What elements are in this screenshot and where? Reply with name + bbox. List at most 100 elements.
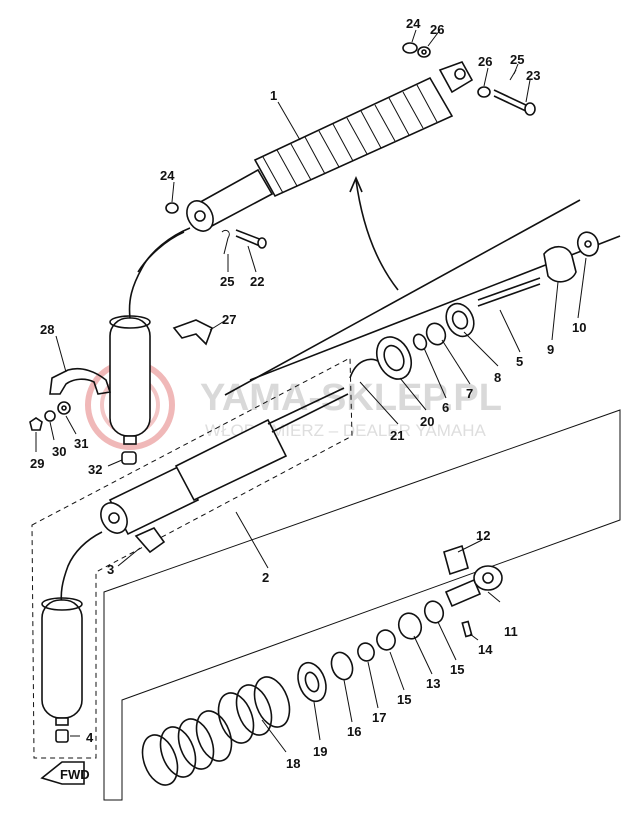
part-9-bump-stop	[543, 245, 577, 283]
callout-21: 21	[390, 428, 404, 443]
part-29-screw	[29, 417, 43, 431]
part-5-rod	[477, 277, 541, 301]
damper-hose	[60, 531, 103, 607]
part-12-bushing	[443, 544, 469, 576]
callout-2: 2	[262, 570, 269, 585]
callout-8: 8	[494, 370, 501, 385]
lower-eye-hole	[194, 210, 206, 222]
damper-eye	[100, 502, 128, 534]
part-31-nut	[57, 401, 71, 415]
callout-10: 10	[572, 320, 586, 335]
reservoir-hose	[128, 227, 191, 319]
spring-box-outline	[103, 409, 621, 801]
callout-15-b: 15	[450, 662, 464, 677]
part-30-washer	[44, 410, 56, 422]
damper-reservoir	[41, 599, 83, 719]
part-25-cotter-lower	[221, 229, 230, 255]
part-23-bolt-shaft	[493, 95, 529, 113]
part-26-washer-top	[417, 46, 431, 58]
callout-1: 1	[270, 88, 277, 103]
callout-17: 17	[372, 710, 386, 725]
bellows-ribs	[262, 84, 438, 194]
callout-20: 20	[420, 414, 434, 429]
callout-15-a: 15	[397, 692, 411, 707]
lower-spring-box	[103, 409, 621, 801]
callout-11: 11	[504, 624, 518, 639]
part-7-spacer	[425, 322, 447, 346]
part-16-collar	[330, 651, 354, 681]
callout-13: 13	[426, 676, 440, 691]
part-22-pin	[235, 235, 261, 247]
part-18-spring	[141, 676, 291, 786]
callout-24-lower: 24	[160, 168, 175, 183]
upper-axis-line	[224, 199, 581, 396]
callout-labels: 1 2 3 4 5 6 7 8 9 10 11 12 13 14 15 15 1…	[30, 16, 586, 771]
top-mount-hardware	[402, 42, 536, 116]
callout-25-top: 25	[510, 52, 524, 67]
fwd-marker: FWD	[40, 761, 90, 785]
part-23-bolt-head	[524, 102, 536, 116]
callout-5: 5	[516, 354, 523, 369]
part-11-eye	[473, 565, 503, 591]
callout-6: 6	[442, 400, 449, 415]
callout-23: 23	[526, 68, 540, 83]
callout-4: 4	[86, 730, 94, 745]
reservoir-hose-inner	[137, 231, 185, 273]
part-15-washer-a	[376, 629, 396, 651]
callout-29: 29	[30, 456, 44, 471]
fwd-label: FWD	[60, 767, 90, 782]
reservoir-canister	[109, 317, 151, 437]
callout-26-top: 26	[430, 22, 444, 37]
callout-25-lower: 25	[220, 274, 234, 289]
explode-arrow	[349, 175, 399, 291]
damper-body-upper	[174, 418, 288, 502]
callout-27: 27	[222, 312, 236, 327]
callout-3: 3	[107, 562, 114, 577]
callout-30: 30	[52, 444, 66, 459]
reservoir-cap	[109, 315, 151, 329]
arrow-head-icon	[349, 175, 363, 193]
part-4-cap	[55, 729, 69, 743]
shock-lower-eye	[186, 200, 214, 232]
callout-12: 12	[476, 528, 490, 543]
leader-lines	[35, 29, 587, 753]
part-27-bracket	[172, 319, 214, 346]
part-2-damper-group	[31, 357, 353, 759]
part-14-pin	[461, 620, 473, 638]
part-20-seal	[375, 336, 413, 380]
callout-14: 14	[478, 642, 493, 657]
part-11-threaded-end	[444, 578, 482, 608]
part-28-clamp	[49, 367, 112, 395]
part-26-washer-right	[477, 86, 491, 98]
callout-24-top: 24	[406, 16, 421, 31]
part-8-nut	[445, 302, 475, 338]
callout-22: 22	[250, 274, 264, 289]
part-10-washer	[576, 231, 600, 257]
callout-19: 19	[313, 744, 327, 759]
part-19-seat	[297, 661, 327, 703]
part-3-fitting	[134, 527, 166, 554]
reservoir-valve	[123, 435, 137, 445]
part-15-washer-b	[423, 600, 445, 624]
callout-31: 31	[74, 436, 88, 451]
part-24-nut-lower	[165, 202, 179, 214]
lower-mount-hardware	[165, 202, 267, 346]
part-13-adjuster	[397, 612, 423, 640]
group-outline-dashed	[31, 357, 353, 759]
fwd-arrow-icon	[40, 761, 85, 785]
top-clevis-hole	[454, 68, 466, 80]
part-24-nut-top	[402, 42, 418, 54]
callout-16: 16	[347, 724, 361, 739]
part-32-cap	[121, 451, 137, 465]
part-1-rear-shock-assembly	[109, 61, 474, 445]
part-17-ring	[357, 642, 375, 662]
callout-9: 9	[547, 342, 554, 357]
shock-bellows	[253, 76, 454, 198]
callout-18: 18	[286, 756, 300, 771]
callout-32: 32	[88, 462, 102, 477]
clamp-hardware	[29, 367, 137, 465]
upper-exploded-row	[349, 231, 600, 380]
callout-7: 7	[466, 386, 473, 401]
